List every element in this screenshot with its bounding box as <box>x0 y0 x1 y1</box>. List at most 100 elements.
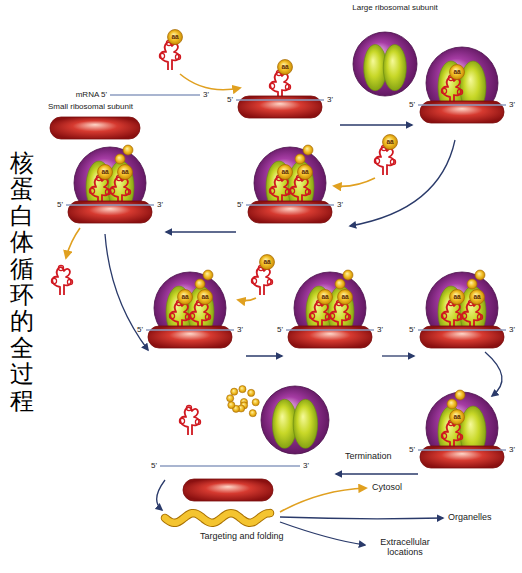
trna-loop <box>309 313 314 318</box>
amino-acid-label: aa <box>263 258 270 265</box>
mrna-strand <box>110 94 200 96</box>
flow-arrow <box>157 480 165 510</box>
peptide-chain <box>475 270 485 280</box>
trna-body <box>180 407 199 435</box>
amino-acid <box>450 65 465 80</box>
mrna-strand <box>236 99 324 101</box>
peptide-chain <box>115 154 125 164</box>
amino-acid-label: aa <box>453 413 460 420</box>
part-label: 3' <box>509 446 515 455</box>
released-protein <box>252 399 259 406</box>
part-label: 3' <box>237 326 243 335</box>
small-subunit <box>183 479 273 501</box>
peptide-chain <box>335 279 345 289</box>
part-label: 3' <box>509 101 515 110</box>
amino-acid-label: aa <box>281 63 288 70</box>
flow-arrow <box>485 352 502 396</box>
trna-loop <box>175 54 180 59</box>
trna-loop <box>441 313 446 318</box>
amino-acid <box>318 290 333 305</box>
flow-arrow <box>180 74 240 90</box>
released-protein <box>228 401 235 408</box>
peptide-chain <box>123 145 133 155</box>
trna-loop <box>267 279 272 284</box>
vertical-title: 核蛋白体循环的全过程 <box>10 150 34 414</box>
part-label: 3' <box>327 96 333 105</box>
flow-arrow <box>166 231 236 232</box>
part-label: Small ribosomal subunit <box>48 103 133 112</box>
flow-arrow <box>350 140 455 226</box>
amino-acid-label: aa <box>453 68 460 75</box>
mrna-strand <box>146 329 234 331</box>
amino-acid <box>278 165 293 180</box>
trna-loop <box>125 189 130 194</box>
peptide-chain <box>203 270 213 280</box>
trna-loop <box>374 158 379 163</box>
trna-body <box>375 147 394 175</box>
trna-loop <box>345 314 350 319</box>
subunit-lobe <box>383 44 406 90</box>
trna-loop <box>186 405 191 410</box>
trna-loop <box>285 84 290 89</box>
trna-loop <box>390 159 395 164</box>
mrna-strand <box>418 329 506 331</box>
trna-loop <box>205 314 210 319</box>
part-label: mRNA 5' <box>76 91 107 100</box>
trna-body <box>160 42 179 70</box>
amino-acid-label: aa <box>181 293 188 300</box>
part-label: 5' <box>277 326 283 335</box>
amino-acid <box>198 290 213 305</box>
mrna-strand <box>418 449 506 451</box>
large-subunit <box>353 32 417 96</box>
flow-arrow <box>246 355 282 356</box>
trna-loop <box>169 313 174 318</box>
flow-arrow <box>382 355 414 356</box>
trna-loop <box>289 188 294 193</box>
mrna-strand <box>286 329 374 331</box>
peptide-chain <box>343 270 353 280</box>
flow-arrow <box>105 234 148 350</box>
trna-loop <box>457 89 462 94</box>
trna-loop <box>305 189 310 194</box>
amino-acid <box>260 255 275 270</box>
flow-arrow <box>280 522 365 545</box>
part-label: Large ribosomal subunit <box>352 4 438 13</box>
part-label: 3' <box>203 91 209 100</box>
trna-loop <box>179 418 184 423</box>
amino-acid-label: aa <box>101 168 108 175</box>
amino-acid-label: aa <box>453 293 460 300</box>
part-label: 5' <box>409 101 415 110</box>
flow-arrow <box>280 488 366 512</box>
flow-arrow <box>340 124 412 125</box>
trna-loop <box>51 278 56 283</box>
part-label: Organelles <box>448 513 492 523</box>
trna-loop <box>189 313 194 318</box>
trna-loop <box>89 188 94 193</box>
trna-loop <box>441 88 446 93</box>
part-label: Extracellular locations <box>369 538 441 558</box>
peptide-chain <box>195 279 205 289</box>
trna-body <box>52 267 71 295</box>
subunit-lobe <box>293 399 318 448</box>
trna-loop <box>269 83 274 88</box>
peptide-chain <box>467 279 477 289</box>
flow-arrow <box>336 473 418 474</box>
flow-arrow <box>66 228 80 258</box>
amino-acid <box>298 165 313 180</box>
flow-arrow <box>238 298 256 301</box>
amino-acid-label: aa <box>171 33 178 40</box>
amino-acid-label: aa <box>341 293 348 300</box>
trna-loop <box>461 313 466 318</box>
flow-arrow <box>334 178 375 186</box>
trna-loop <box>457 434 462 439</box>
mrna-strand <box>66 204 154 206</box>
part-label: 5' <box>227 96 233 105</box>
amino-acid-label: aa <box>301 168 308 175</box>
amino-acid <box>450 410 465 425</box>
part-label: Targeting and folding <box>200 532 284 542</box>
trna-loop <box>195 419 200 424</box>
trna-loop <box>329 313 334 318</box>
trna-loop <box>67 279 72 284</box>
amino-acid <box>168 30 183 45</box>
